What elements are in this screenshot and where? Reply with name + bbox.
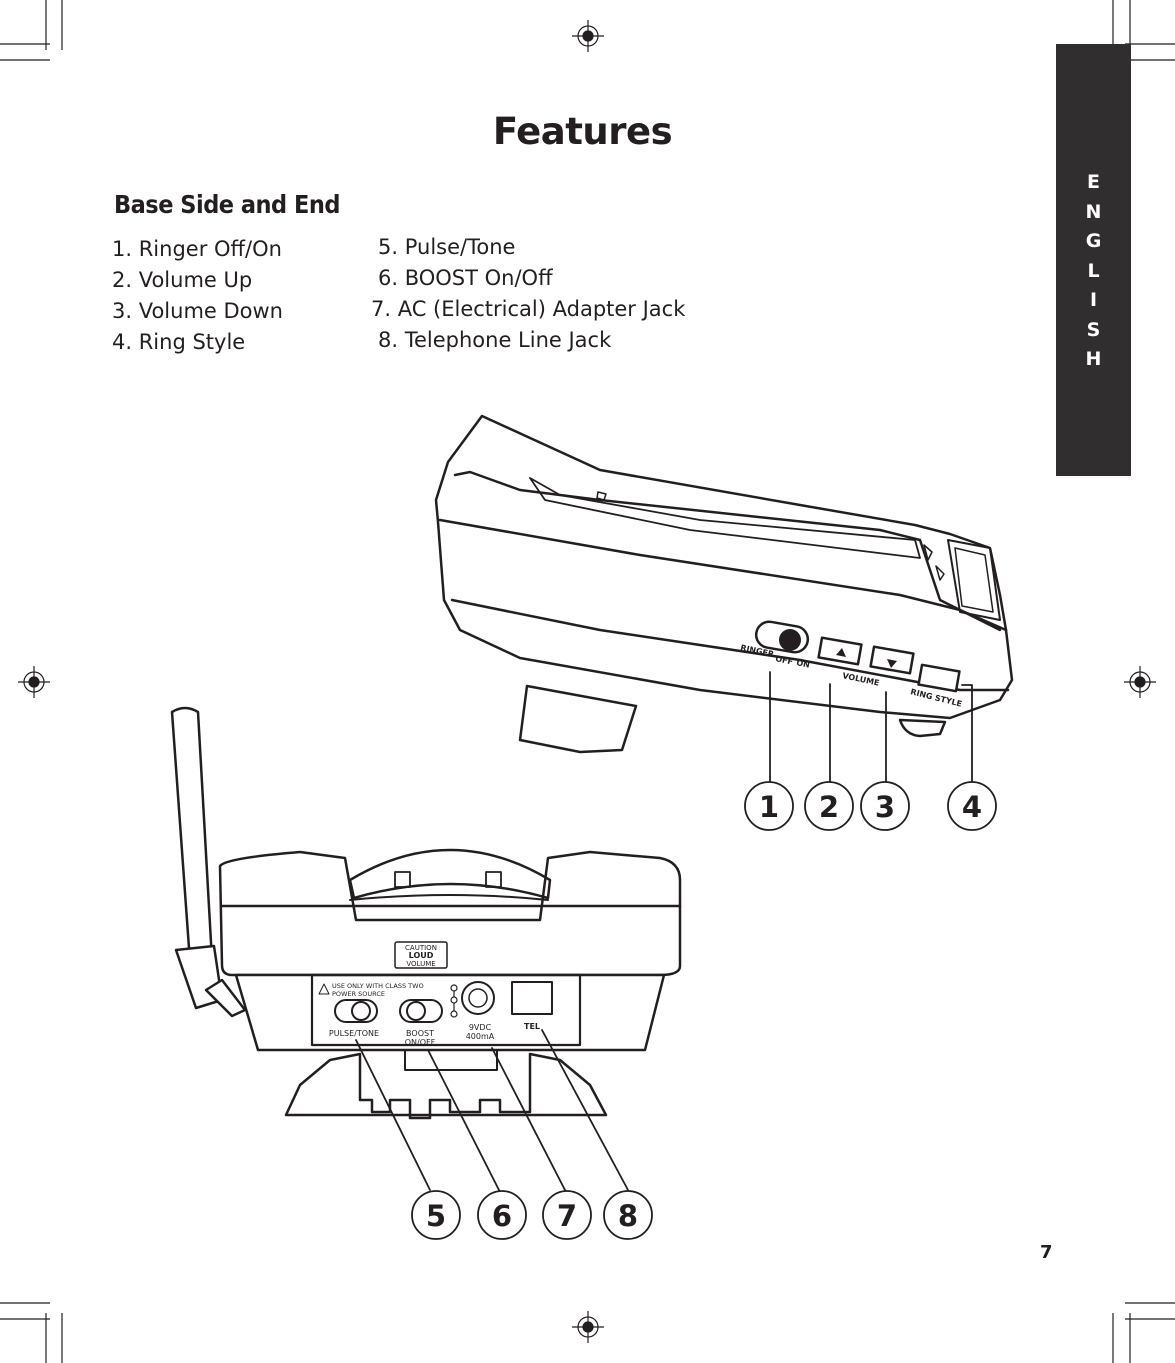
feature-list-left: 1. Ringer Off/On 2. Volume Up 3. Volume … — [112, 234, 283, 358]
language-letter: H — [1085, 348, 1102, 370]
registration-mark-icon — [572, 1311, 604, 1343]
antenna — [170, 706, 247, 1018]
registration-mark-icon — [1124, 666, 1156, 698]
section-heading: Base Side and End — [114, 190, 340, 219]
power-warning-line-1: USE ONLY WITH CLASS TWO — [332, 982, 424, 990]
list-item: 1. Ringer Off/On — [112, 237, 282, 261]
base-side-illustration — [434, 414, 1014, 783]
registration-mark-icon — [18, 666, 50, 698]
callout-1 — [744, 781, 794, 831]
callout-8 — [603, 1190, 653, 1240]
language-letter: S — [1086, 318, 1101, 341]
list-item: 4. Ring Style — [112, 330, 246, 354]
list-item: 6. BOOST On/Off — [378, 266, 553, 290]
feature-list-right: 5. Pulse/Tone 6. BOOST On/Off 7. AC (Ele… — [371, 232, 685, 356]
callout-4 — [947, 781, 997, 831]
boost-label-2: ON/OFF — [405, 1038, 436, 1047]
callout-5 — [411, 1190, 461, 1240]
boost-label-1: BOOST — [406, 1029, 434, 1038]
callout-7-label: 7 — [557, 1199, 577, 1233]
page-title: Features — [492, 110, 673, 153]
callout-2-label: 2 — [819, 790, 839, 824]
callout-2 — [804, 781, 854, 831]
tel-label: TEL — [524, 1022, 540, 1031]
ringer-off-label: OFF — [775, 654, 794, 666]
callout-1-label: 1 — [759, 790, 779, 824]
language-letter: N — [1085, 200, 1102, 223]
caution-line-1: CAUTION — [405, 944, 437, 952]
caution-line-3: VOLUME — [406, 960, 435, 968]
warning-triangle-icon — [318, 983, 330, 995]
power-warning-line-2: POWER SOURCE — [332, 990, 385, 998]
callout-6-label: 6 — [492, 1199, 512, 1233]
caution-line-2: LOUD — [409, 951, 434, 960]
arrow-up-icon — [836, 648, 846, 657]
volume-down-button — [869, 645, 915, 675]
list-item: 2. Volume Up — [112, 268, 253, 292]
list-item: 3. Volume Down — [112, 299, 283, 323]
crop-mark-icon — [1112, 1302, 1175, 1363]
base-end-illustration — [170, 706, 682, 1193]
crop-mark-icon — [0, 1302, 63, 1363]
callout-5-label: 5 — [426, 1199, 446, 1233]
arrow-down-icon — [887, 659, 897, 668]
language-letter: E — [1087, 171, 1100, 193]
callout-7 — [542, 1190, 592, 1240]
callout-3-label: 3 — [875, 790, 895, 824]
language-letter: G — [1085, 230, 1102, 252]
boost-switch — [399, 999, 443, 1023]
ring-style-button — [917, 663, 961, 693]
list-item: 8. Telephone Line Jack — [378, 328, 612, 352]
callout-6 — [477, 1190, 527, 1240]
ringer-switch — [754, 620, 810, 654]
pulse-tone-switch — [334, 999, 378, 1023]
polarity-icon — [450, 984, 458, 1018]
language-letter: L — [1087, 259, 1100, 282]
crop-mark-icon — [0, 0, 63, 61]
list-item: 7. AC (Electrical) Adapter Jack — [371, 297, 686, 321]
registration-mark-icon — [572, 20, 604, 52]
ringer-on-label: ON — [796, 658, 811, 670]
crop-mark-icon — [1112, 0, 1175, 61]
callout-4-label: 4 — [962, 790, 982, 824]
pulse-tone-label: PULSE/TONE — [329, 1029, 379, 1038]
telephone-line-jack — [511, 981, 553, 1015]
callout-8-label: 8 — [618, 1199, 638, 1233]
language-tab: E N G L I S H — [1056, 44, 1131, 476]
power-jack — [461, 981, 495, 1015]
list-item: 5. Pulse/Tone — [378, 235, 516, 259]
language-letter: I — [1089, 289, 1098, 311]
power-rating-2: 400mA — [466, 1032, 495, 1041]
power-rating-1: 9VDC — [469, 1023, 492, 1032]
callout-3 — [860, 781, 910, 831]
page-number: 7 — [1040, 1242, 1053, 1263]
volume-up-button — [817, 636, 863, 666]
